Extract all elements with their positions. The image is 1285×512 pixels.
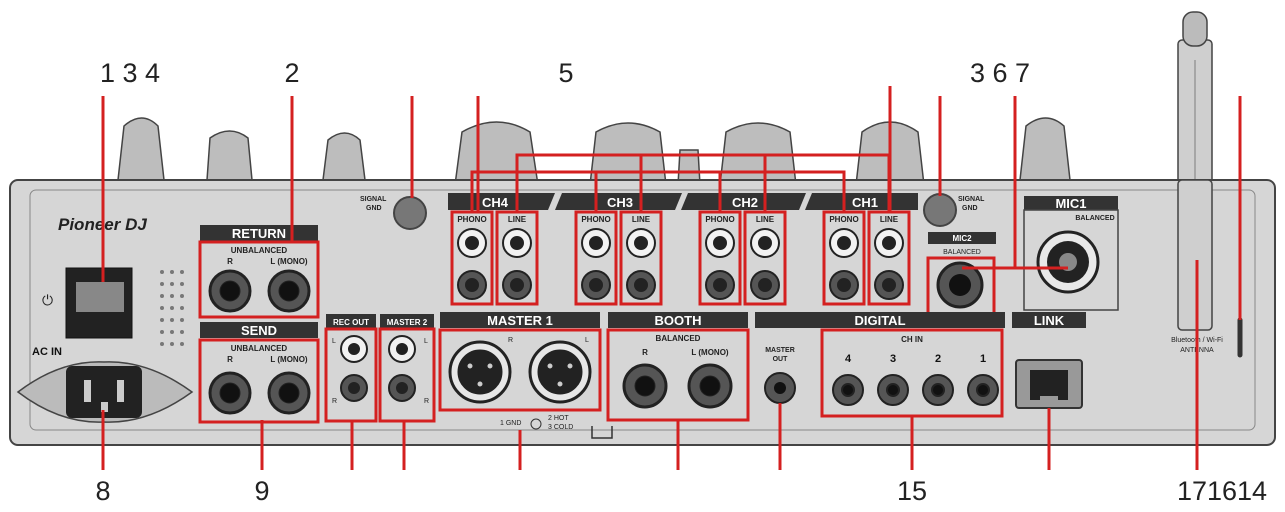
send-r: R: [227, 355, 233, 364]
return-r: R: [227, 257, 233, 266]
vent-grille: [160, 270, 184, 346]
svg-text:L: L: [424, 338, 428, 345]
signal-gnd-left: SIGNAL: [360, 196, 387, 203]
master-out-label-2: OUT: [773, 356, 789, 363]
power-icon: ⏻: [42, 293, 53, 309]
callout-9: 9: [254, 476, 269, 506]
callout-3-6-7: 3 6 7: [970, 58, 1030, 88]
booth-label: BOOTH: [655, 313, 702, 328]
channel-jack-labels: PHONO LINE PHONO LINE PHONO LINE PHONO L…: [457, 215, 898, 224]
svg-text:LINE: LINE: [880, 215, 899, 224]
ch3-label: CH3: [607, 195, 633, 210]
ac-inlet[interactable]: [16, 361, 194, 423]
master2-label: MASTER 2: [387, 318, 428, 327]
svg-text:R: R: [332, 398, 337, 405]
svg-text:PHONO: PHONO: [705, 215, 734, 224]
xlr-pin-2: 2 HOT: [548, 415, 569, 422]
svg-text:2: 2: [935, 353, 941, 365]
ac-in-label: AC IN: [32, 346, 62, 358]
ch1-label: CH1: [852, 195, 878, 210]
booth-balanced: BALANCED: [656, 334, 701, 343]
master2-jacks[interactable]: [388, 335, 416, 402]
channel-jack-boxes: [450, 210, 911, 306]
mic2-jack[interactable]: [936, 261, 984, 309]
return-l: L (MONO): [270, 257, 308, 266]
send-unbalanced: UNBALANCED: [231, 344, 288, 353]
digital-label: DIGITAL: [854, 313, 905, 328]
svg-text:L: L: [585, 337, 589, 344]
power-switch[interactable]: [65, 267, 133, 339]
signal-gnd-right-2: GND: [962, 205, 978, 212]
svg-text:LINE: LINE: [756, 215, 775, 224]
xlr-pin-3: 3 COLD: [548, 424, 573, 431]
booth-r: R: [642, 348, 648, 357]
send-l: L (MONO): [270, 355, 308, 364]
digital-ch-in-jacks[interactable]: [832, 374, 999, 406]
top-knobs: [117, 117, 1071, 186]
callout-15: 15: [897, 476, 927, 506]
xlr-pin-icon: [530, 418, 542, 430]
return-unbalanced: UNBALANCED: [231, 246, 288, 255]
signal-gnd-right: SIGNAL: [958, 196, 985, 203]
svg-text:PHONO: PHONO: [581, 215, 610, 224]
signal-gnd-left-screw[interactable]: [393, 196, 427, 230]
rec-out-label: REC OUT: [333, 318, 369, 327]
svg-text:LINE: LINE: [632, 215, 651, 224]
svg-text:L: L: [332, 338, 336, 345]
master1-xlr-jacks[interactable]: [448, 340, 592, 404]
svg-text:LINE: LINE: [508, 215, 527, 224]
ch2-label: CH2: [732, 195, 758, 210]
svg-text:R: R: [424, 398, 429, 405]
rec-out-jacks[interactable]: [340, 335, 368, 402]
svg-text:4: 4: [845, 353, 852, 365]
send-jacks[interactable]: [208, 371, 311, 415]
callout-1-3-4: 1 3 4: [100, 58, 160, 88]
send-label: SEND: [241, 323, 277, 338]
mic1-label: MIC1: [1055, 196, 1086, 211]
svg-text:1: 1: [980, 353, 986, 365]
mic1-balanced: BALANCED: [1075, 215, 1114, 222]
mic2-label: MIC2: [952, 234, 972, 243]
callout-2: 2: [284, 58, 299, 88]
master1-label: MASTER 1: [487, 313, 553, 328]
svg-text:PHONO: PHONO: [457, 215, 486, 224]
link-label: LINK: [1034, 313, 1065, 328]
ch4-label: CH4: [482, 195, 509, 210]
channel-rca-jacks[interactable]: [457, 228, 904, 300]
lock-slot-icon: [591, 426, 613, 439]
signal-gnd-right-screw[interactable]: [923, 193, 957, 227]
signal-gnd-left-2: GND: [366, 205, 382, 212]
svg-text:PHONO: PHONO: [829, 215, 858, 224]
callout-5: 5: [558, 58, 573, 88]
master-out-label: MASTER: [765, 347, 795, 354]
svg-text:R: R: [508, 337, 513, 344]
callout-17-16-14: 171614: [1177, 476, 1267, 506]
ch-in-label: CH IN: [901, 335, 923, 344]
xlr-pin-1: 1 GND: [500, 420, 521, 427]
digital-master-out-jack[interactable]: [764, 372, 796, 404]
svg-text:3: 3: [890, 353, 896, 365]
return-label: RETURN: [232, 226, 286, 241]
callout-leaders: [101, 86, 1242, 470]
return-jacks[interactable]: [208, 269, 311, 313]
booth-jacks[interactable]: [622, 363, 733, 409]
mic1-combo-jack[interactable]: [1036, 230, 1100, 294]
digital-ch-in-numbers: 4 3 2 1: [845, 353, 986, 365]
mic2-balanced: BALANCED: [943, 249, 981, 256]
link-ethernet-port[interactable]: [1015, 359, 1083, 409]
booth-l: L (MONO): [691, 348, 729, 357]
callout-8: 8: [95, 476, 110, 506]
